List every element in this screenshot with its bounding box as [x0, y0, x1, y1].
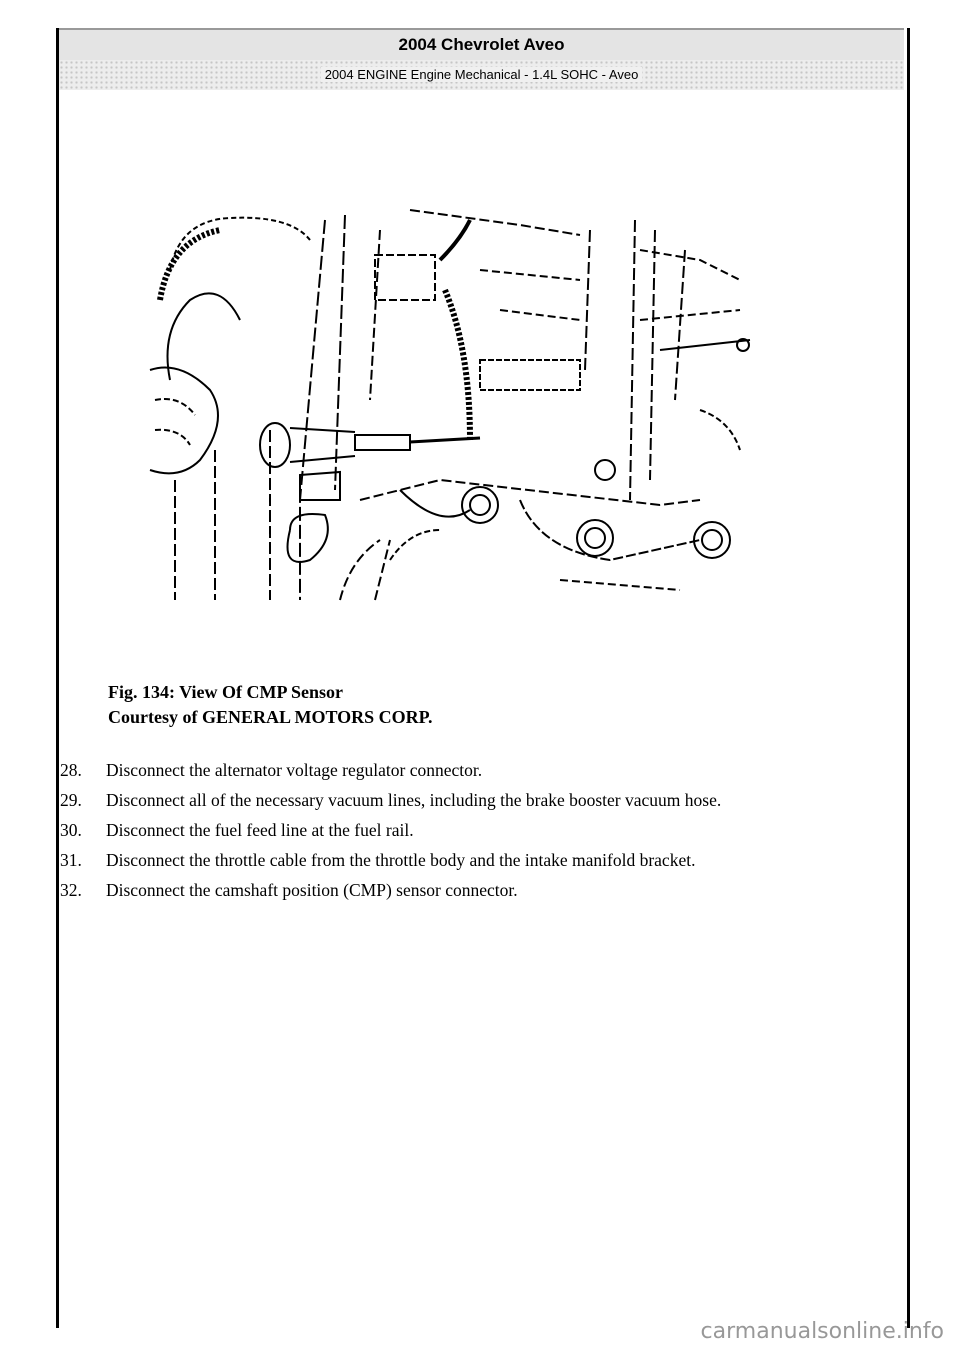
figure-caption-title: Fig. 134: View Of CMP Sensor — [108, 682, 343, 702]
page-frame — [56, 28, 910, 1328]
step-text: Disconnect the camshaft position (CMP) s… — [106, 880, 518, 900]
step-number: 29. — [60, 790, 82, 810]
header-title: 2004 Chevrolet Aveo — [59, 28, 904, 60]
header-subtitle: 2004 ENGINE Engine Mechanical - 1.4L SOH… — [59, 60, 904, 90]
step-text: Disconnect the alternator voltage regula… — [106, 760, 483, 780]
figure-caption: Fig. 134: View Of CMP Sensor Courtesy of… — [108, 680, 433, 730]
step-item: 30. Disconnect the fuel feed line at the … — [60, 815, 920, 845]
site-watermark: carmanualsonline.info — [700, 1319, 944, 1344]
step-item: 31. Disconnect the throttle cable from th… — [60, 845, 920, 875]
step-item: 29. Disconnect all of the necessary vacuu… — [60, 785, 920, 815]
step-text: Disconnect the throttle cable from the t… — [106, 850, 696, 870]
step-number: 31. — [60, 850, 82, 870]
procedure-steps: 28. Disconnect the alternator voltage reg… — [60, 755, 920, 905]
step-number: 28. — [60, 760, 82, 780]
figure-caption-courtesy: Courtesy of GENERAL MOTORS CORP. — [108, 707, 433, 727]
header-subtitle-text: 2004 ENGINE Engine Mechanical - 1.4L SOH… — [320, 67, 643, 82]
page-header: 2004 Chevrolet Aveo 2004 ENGINE Engine M… — [59, 28, 904, 94]
step-text: Disconnect the fuel feed line at the fue… — [106, 820, 414, 840]
step-item: 32. Disconnect the camshaft position (CMP… — [60, 875, 920, 905]
cmp-sensor-illustration — [149, 209, 751, 601]
step-number: 32. — [60, 880, 82, 900]
step-number: 30. — [60, 820, 82, 840]
step-text: Disconnect all of the necessary vacuum l… — [106, 790, 722, 810]
step-item: 28. Disconnect the alternator voltage reg… — [60, 755, 920, 785]
